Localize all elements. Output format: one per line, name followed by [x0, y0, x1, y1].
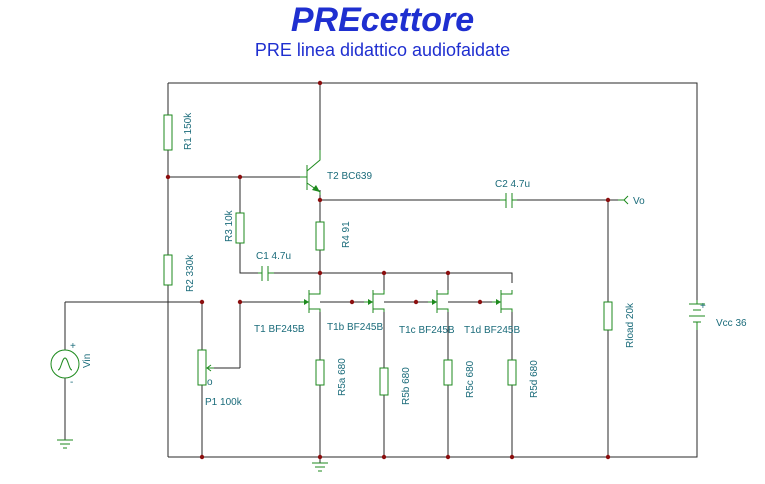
c2-label: C2 4.7u [495, 179, 530, 190]
r2-label: R2 330k [185, 254, 196, 292]
labels: R1 150k R2 330k R3 10k R4 91 R5a 680 R5b… [70, 112, 747, 408]
t2-label: T2 BC639 [327, 171, 372, 182]
t1b-label: T1b BF245B [327, 322, 383, 333]
rload-label: Rload 20k [625, 302, 636, 348]
p1-wiper-mark: o [207, 377, 213, 388]
vcc-battery [689, 300, 705, 330]
r1-label: R1 150k [183, 112, 194, 150]
r5c-label: R5c 680 [465, 360, 476, 398]
r5a-label: R5a 680 [337, 358, 348, 396]
page-title: PREcettore [290, 1, 475, 39]
r3-label: R3 10k [224, 209, 235, 242]
p1-label: P1 100k [205, 397, 243, 408]
vcc-label: Vcc 36 [716, 318, 747, 329]
capacitors [258, 193, 517, 281]
r5b-label: R5b 680 [401, 367, 412, 405]
wires [64, 82, 698, 463]
vin-label: Vin [82, 354, 93, 368]
t2-transistor [300, 150, 321, 195]
jfet-array [300, 290, 513, 313]
c1-label: C1 4.7u [256, 251, 291, 262]
vin-minus: - [70, 377, 73, 388]
vo-output-icon [618, 195, 629, 205]
r5d-label: R5d 680 [529, 360, 540, 398]
t1d-label: T1d BF245B [464, 325, 520, 336]
r4-label: R4 91 [341, 221, 352, 248]
junctions [165, 80, 611, 460]
t1c-label: T1c BF245B [399, 325, 455, 336]
ground-symbols [57, 439, 328, 472]
vin-source [50, 349, 80, 379]
t1-label: T1 BF245B [254, 324, 305, 335]
vo-label: Vo [633, 196, 645, 207]
vin-plus: + [70, 341, 76, 352]
vcc-plus: + [700, 301, 706, 312]
page-subtitle: PRE linea didattico audiofaidate [254, 40, 511, 60]
resistors [163, 114, 613, 396]
